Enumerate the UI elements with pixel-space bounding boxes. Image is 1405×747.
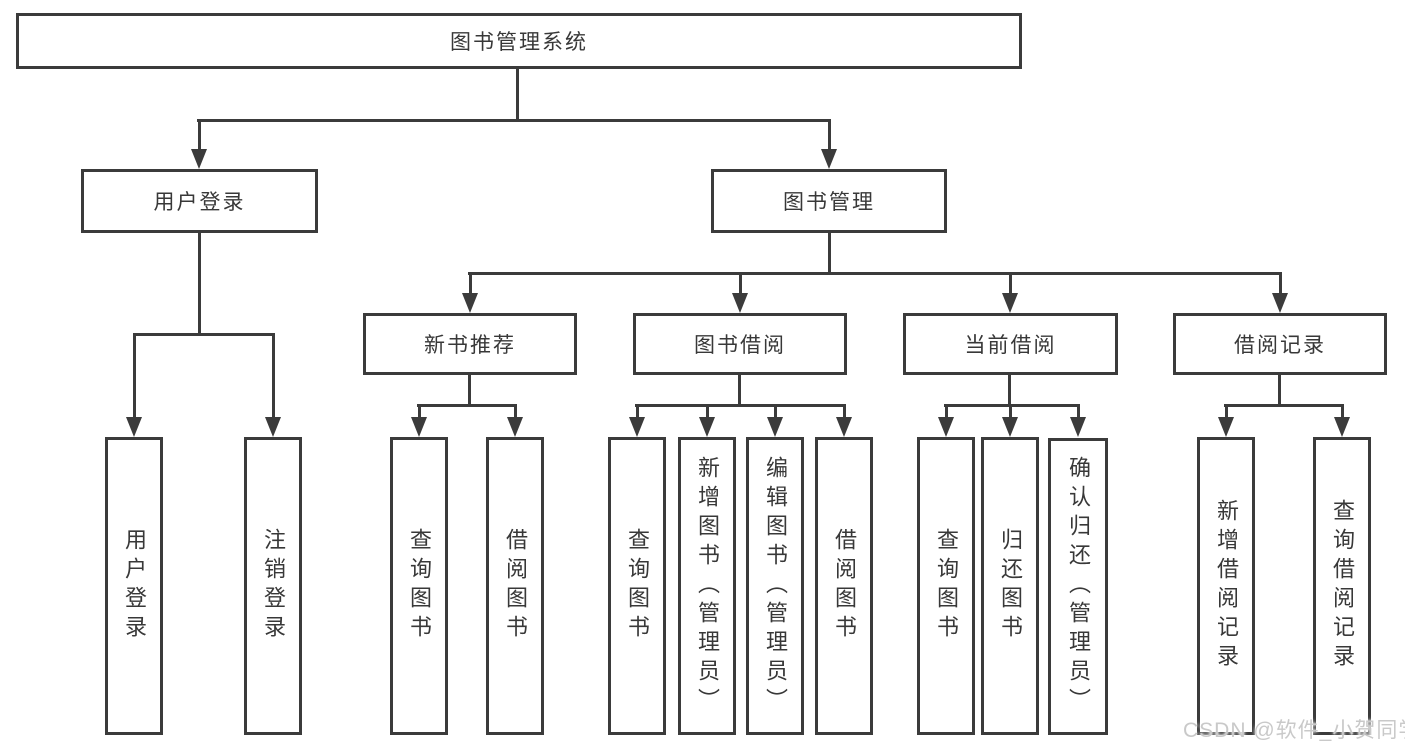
leaf-add-books-admin: 新增图书（管理员）	[678, 437, 736, 735]
connector-segment	[1341, 404, 1344, 417]
arrowhead-icon	[507, 417, 523, 437]
leaf-label: 查询图书	[625, 528, 650, 644]
connector-segment	[828, 119, 831, 149]
leaf-query-books-current: 查询图书	[917, 437, 975, 735]
connector-segment	[1009, 404, 1012, 417]
connector-segment	[828, 233, 831, 275]
connector-segment	[197, 119, 831, 122]
arrowhead-icon	[126, 417, 142, 437]
leaf-query-books-recommend: 查询图书	[390, 437, 448, 735]
leaf-return-books: 归还图书	[981, 437, 1039, 735]
leaf-label: 归还图书	[998, 528, 1023, 644]
node-label: 图书借阅	[694, 334, 786, 357]
connector-segment	[843, 404, 846, 417]
arrowhead-icon	[938, 417, 954, 437]
leaf-label: 新增图书（管理员）	[695, 455, 720, 717]
arrowhead-icon	[629, 417, 645, 437]
arrowhead-icon	[699, 417, 715, 437]
connector-segment	[516, 69, 519, 122]
leaf-label: 注销登录	[261, 528, 286, 644]
leaf-confirm-return-admin: 确认归还（管理员）	[1048, 438, 1108, 735]
arrowhead-icon	[411, 417, 427, 437]
connector-segment	[198, 233, 201, 336]
node-user-login: 用户登录	[81, 169, 318, 233]
arrowhead-icon	[821, 149, 837, 169]
connector-segment	[706, 404, 709, 417]
arrowhead-icon	[1002, 293, 1018, 313]
connector-segment	[1077, 404, 1080, 417]
leaf-add-borrow-record: 新增借阅记录	[1197, 437, 1255, 735]
leaf-label: 编辑图书（管理员）	[763, 455, 788, 717]
leaf-edit-books-admin: 编辑图书（管理员）	[746, 437, 804, 735]
leaf-user-login: 用户登录	[105, 437, 163, 735]
leaf-label: 用户登录	[122, 528, 147, 644]
arrowhead-icon	[732, 293, 748, 313]
node-label: 图书管理	[783, 191, 875, 214]
node-label: 当前借阅	[964, 334, 1057, 357]
connector-segment	[1279, 272, 1282, 293]
connector-segment	[1224, 404, 1344, 407]
node-book-management: 图书管理	[711, 169, 947, 233]
leaf-borrow-books-recommend: 借阅图书	[486, 437, 544, 735]
connector-segment	[468, 272, 1282, 275]
leaf-label: 借阅图书	[503, 528, 528, 644]
leaf-label: 借阅图书	[832, 528, 857, 644]
leaf-borrow-books: 借阅图书	[815, 437, 873, 735]
connector-segment	[635, 404, 846, 407]
arrowhead-icon	[265, 417, 281, 437]
connector-segment	[417, 404, 517, 407]
node-borrowing-records: 借阅记录	[1173, 313, 1387, 375]
arrowhead-icon	[1334, 417, 1350, 437]
connector-segment	[133, 333, 274, 336]
arrowhead-icon	[1070, 417, 1086, 437]
node-label: 借阅记录	[1234, 334, 1326, 357]
arrowhead-icon	[191, 149, 207, 169]
arrowhead-icon	[1272, 293, 1288, 313]
arrowhead-icon	[1218, 417, 1234, 437]
node-book-borrowing: 图书借阅	[633, 313, 847, 375]
connector-segment	[636, 404, 639, 417]
connector-segment	[1278, 375, 1281, 407]
connector-segment	[774, 404, 777, 417]
leaf-label: 确认归还（管理员）	[1066, 456, 1091, 717]
connector-segment	[468, 375, 471, 407]
connector-segment	[133, 333, 136, 417]
arrowhead-icon	[767, 417, 783, 437]
node-label: 用户登录	[153, 191, 246, 214]
watermark-text: CSDN @软件_小贺同学	[1183, 719, 1405, 742]
leaf-logout: 注销登录	[244, 437, 302, 735]
leaf-label: 查询图书	[934, 528, 959, 644]
arrowhead-icon	[1002, 417, 1018, 437]
node-label: 新书推荐	[424, 334, 516, 357]
connector-segment	[945, 404, 948, 417]
connector-segment	[738, 375, 741, 407]
node-label: 图书管理系统	[450, 31, 588, 54]
connector-segment	[1008, 375, 1011, 407]
node-library-management-system: 图书管理系统	[16, 13, 1022, 69]
node-current-borrowing: 当前借阅	[903, 313, 1118, 375]
node-new-book-recommend: 新书推荐	[363, 313, 577, 375]
connector-segment	[469, 272, 472, 293]
connector-segment	[1225, 404, 1228, 417]
leaf-query-books-borrowing: 查询图书	[608, 437, 666, 735]
arrowhead-icon	[836, 417, 852, 437]
connector-segment	[198, 119, 201, 149]
connector-segment	[272, 333, 275, 417]
connector-segment	[1009, 272, 1012, 293]
leaf-label: 查询图书	[407, 528, 432, 644]
connector-segment	[514, 404, 517, 417]
leaf-query-borrow-record: 查询借阅记录	[1313, 437, 1371, 735]
leaf-label: 新增借阅记录	[1214, 499, 1239, 673]
leaf-label: 查询借阅记录	[1330, 499, 1355, 673]
connector-segment	[944, 404, 1080, 407]
connector-segment	[418, 404, 421, 417]
connector-segment	[739, 272, 742, 293]
arrowhead-icon	[462, 293, 478, 313]
